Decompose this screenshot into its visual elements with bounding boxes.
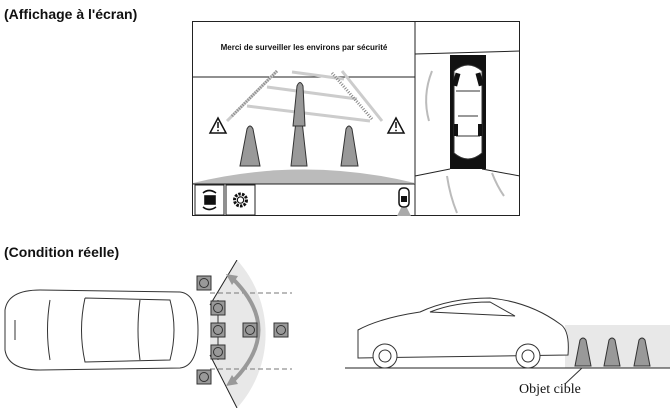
target-object-caption: Objet cible <box>519 382 581 397</box>
settings-button[interactable] <box>225 184 256 216</box>
display-screen <box>192 21 520 216</box>
safety-message: Merci de surveiller les environs par séc… <box>220 43 388 52</box>
gear-icon <box>233 192 248 208</box>
ground <box>193 169 415 184</box>
car-side-view <box>357 297 569 369</box>
car-top-view <box>4 289 199 371</box>
top-view-panel <box>414 50 520 214</box>
heading-real-condition: (Condition réelle) <box>4 244 120 260</box>
camera-switch-icon <box>202 189 217 211</box>
heading-screen-display: (Affichage à l'écran) <box>4 6 138 22</box>
car-view-indicator-icon <box>397 187 411 216</box>
warning-triangle-icon <box>386 116 406 134</box>
warning-triangle-icon <box>208 116 228 134</box>
real-condition-illustration <box>4 260 670 408</box>
traffic-cones-side <box>574 337 651 367</box>
camera-switch-button[interactable] <box>194 184 225 216</box>
sensing-area <box>209 260 292 408</box>
caption-leader-line <box>564 367 583 385</box>
traffic-cones <box>239 82 359 167</box>
sensor-targets <box>196 275 289 385</box>
